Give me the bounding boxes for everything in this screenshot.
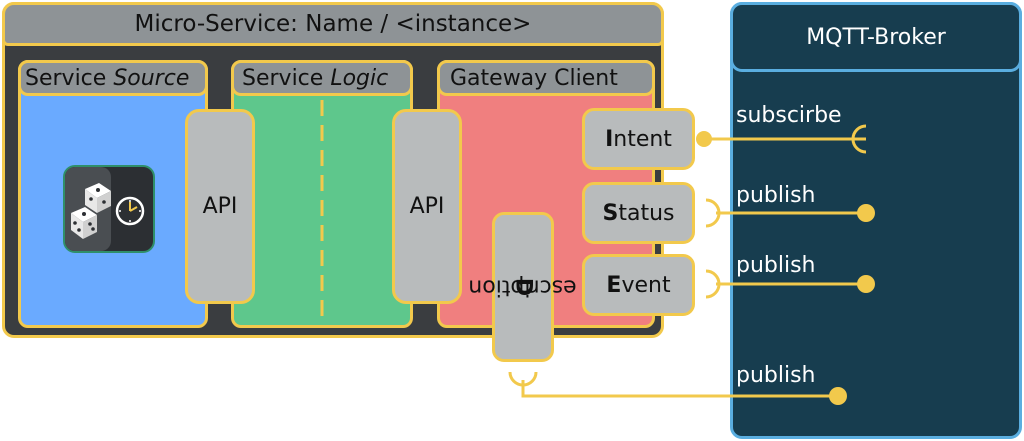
subscribe-label: subscirbe [736, 103, 842, 128]
dice-icon [71, 183, 111, 239]
intent-dot [696, 131, 712, 147]
status-socket [705, 198, 721, 228]
api-block-right: API [392, 109, 462, 304]
description-socket [508, 371, 538, 387]
status-dot [857, 204, 875, 222]
api-block-left: API [185, 109, 255, 304]
event-rest: vent [621, 272, 671, 298]
description-publish-label: publish [736, 363, 816, 388]
event-dot [857, 275, 875, 293]
description-rest: escription [468, 274, 578, 300]
intent-initial: I [605, 126, 614, 152]
service-logic-header: Service Logic [231, 60, 413, 96]
service-logic-label-plain: Service [242, 65, 331, 91]
service-logic-label-italic: Logic [330, 65, 389, 91]
intent-rest: ntent [613, 126, 672, 152]
source-app-icon [63, 165, 155, 253]
service-source-label-plain: Service [25, 65, 114, 91]
microservice-title: Micro-Service: Name / <instance> [2, 2, 664, 46]
service-source-label-italic: Source [113, 65, 190, 91]
service-source-header: Service Source [18, 60, 208, 96]
mqtt-broker-panel [730, 2, 1022, 439]
status-initial: S [602, 200, 619, 226]
intent-socket [851, 124, 867, 154]
event-socket [705, 269, 721, 299]
gateway-client-header: Gateway Client [437, 60, 655, 96]
mqtt-broker-title: MQTT-Broker [730, 2, 1022, 72]
event-publish-label: publish [736, 253, 816, 278]
status-rest: tatus [618, 200, 675, 226]
clock-icon [115, 196, 145, 226]
event-initial: E [606, 272, 622, 298]
description-dot [829, 387, 847, 405]
status-publish-label: publish [736, 183, 816, 208]
